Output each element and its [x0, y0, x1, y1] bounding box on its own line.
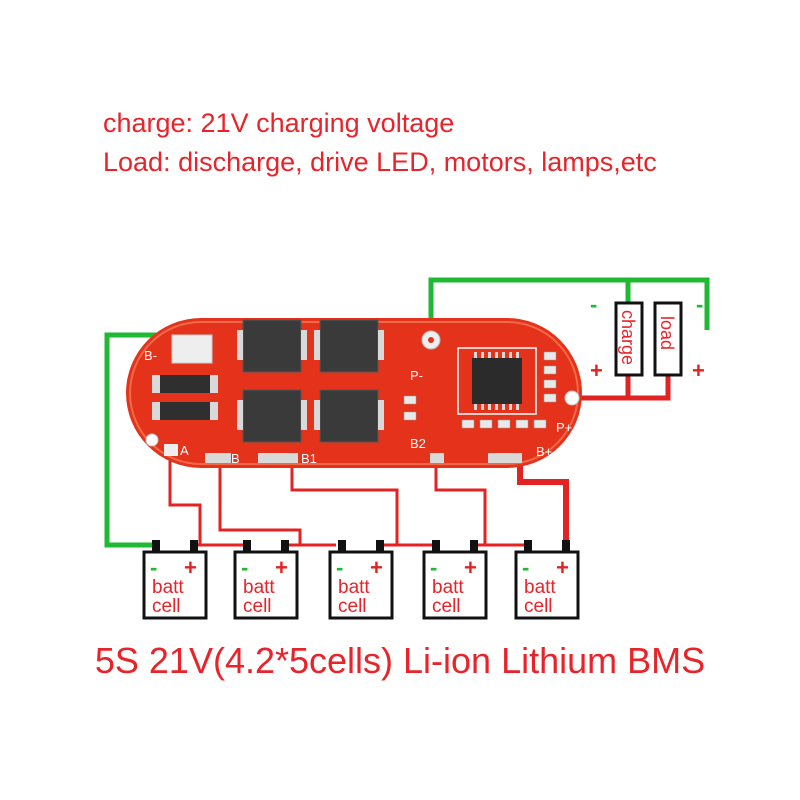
- red-wire-p-plus: [572, 375, 671, 401]
- cell-2-minus: -: [241, 555, 248, 580]
- pad-label-b: B: [231, 451, 240, 466]
- wires: [104, 277, 710, 548]
- protection-ic: [472, 358, 522, 404]
- charge-plus-sign: +: [590, 358, 603, 383]
- cell-4-label-line1: batt: [432, 577, 464, 598]
- load-note: Load: discharge, drive LED, motors, lamp…: [103, 147, 657, 177]
- battery-cell-5: - + batt cell: [514, 540, 580, 620]
- battery-cells: - + batt cell - + batt cell - + batt cel…: [142, 540, 580, 620]
- green-wire-b-minus: [104, 332, 183, 548]
- cell-5-label-line2: cell: [524, 596, 553, 617]
- bms-board: B- P-: [126, 318, 582, 468]
- pad-a: [164, 444, 178, 456]
- cell-5-minus: -: [522, 555, 529, 580]
- cell-1-label-line1: batt: [152, 577, 184, 598]
- charge-label: charge: [618, 310, 638, 365]
- cell-5-plus: +: [556, 555, 569, 580]
- battery-cell-4: - + batt cell: [422, 540, 488, 620]
- green-wire-p-minus: [428, 277, 710, 340]
- mosfet-2: [319, 319, 379, 373]
- cell-3-minus: -: [336, 555, 343, 580]
- cell-2-label-line2: cell: [243, 596, 272, 617]
- cell-1-plus: +: [184, 555, 197, 580]
- b-minus-pad: [171, 334, 213, 364]
- mosfet-3: [242, 389, 302, 443]
- pad-label-p-minus: P-: [410, 368, 423, 383]
- battery-cell-1: - + batt cell: [142, 540, 208, 620]
- pad-b-plus: [488, 453, 522, 463]
- mosfet-4: [319, 389, 379, 443]
- charge-box: [614, 301, 644, 377]
- red-wire-b-plus: [517, 462, 569, 545]
- cell-1-label-line2: cell: [152, 596, 181, 617]
- charge-voltage-note: charge: 21V charging voltage: [103, 108, 455, 138]
- balance-wire-b: [218, 462, 302, 545]
- load-plus-sign: +: [692, 358, 705, 383]
- cell-2-plus: +: [275, 555, 288, 580]
- cell-4-label-line2: cell: [432, 596, 461, 617]
- load-minus-sign: -: [696, 292, 703, 317]
- cell-5-label-line1: batt: [524, 577, 556, 598]
- cell-3-label-line2: cell: [338, 596, 367, 617]
- pad-label-b-minus: B-: [144, 348, 157, 363]
- cell-1-minus: -: [150, 555, 157, 580]
- cell-4-plus: +: [464, 555, 477, 580]
- product-caption: 5S 21V(4.2*5cells) Li-ion Lithium BMS: [94, 640, 706, 681]
- battery-cell-3: - + batt cell: [328, 540, 394, 620]
- pad-b2: [430, 453, 444, 463]
- charge-load-terminals: charge load - - + +: [590, 292, 705, 383]
- pad-label-a: A: [180, 443, 189, 458]
- balance-wire-b2: [434, 462, 487, 545]
- resistor-1: [158, 375, 212, 393]
- pad-label-p-plus: P+: [556, 420, 572, 435]
- load-box: [653, 301, 683, 377]
- cell-3-label-line1: batt: [338, 577, 370, 598]
- battery-cell-2: - + batt cell: [233, 540, 299, 620]
- balance-wire-b1: [290, 462, 399, 545]
- pad-b1: [258, 453, 298, 463]
- balance-wire-a: [168, 455, 202, 545]
- cell-2-label-line1: batt: [243, 577, 275, 598]
- protection-ic-footprint: [457, 347, 537, 415]
- mounting-hole-left: [145, 433, 159, 447]
- load-label: load: [657, 316, 677, 350]
- charge-minus-sign: -: [590, 292, 597, 317]
- pad-label-b2: B2: [410, 436, 426, 451]
- mounting-hole-right: [564, 390, 580, 406]
- cell-4-minus: -: [430, 555, 437, 580]
- pad-label-b-plus: B+: [536, 444, 552, 459]
- pad-label-b1: B1: [301, 451, 317, 466]
- mosfet-1: [242, 319, 302, 373]
- pad-b: [205, 453, 231, 463]
- cell-3-plus: +: [370, 555, 383, 580]
- resistor-2: [158, 402, 212, 420]
